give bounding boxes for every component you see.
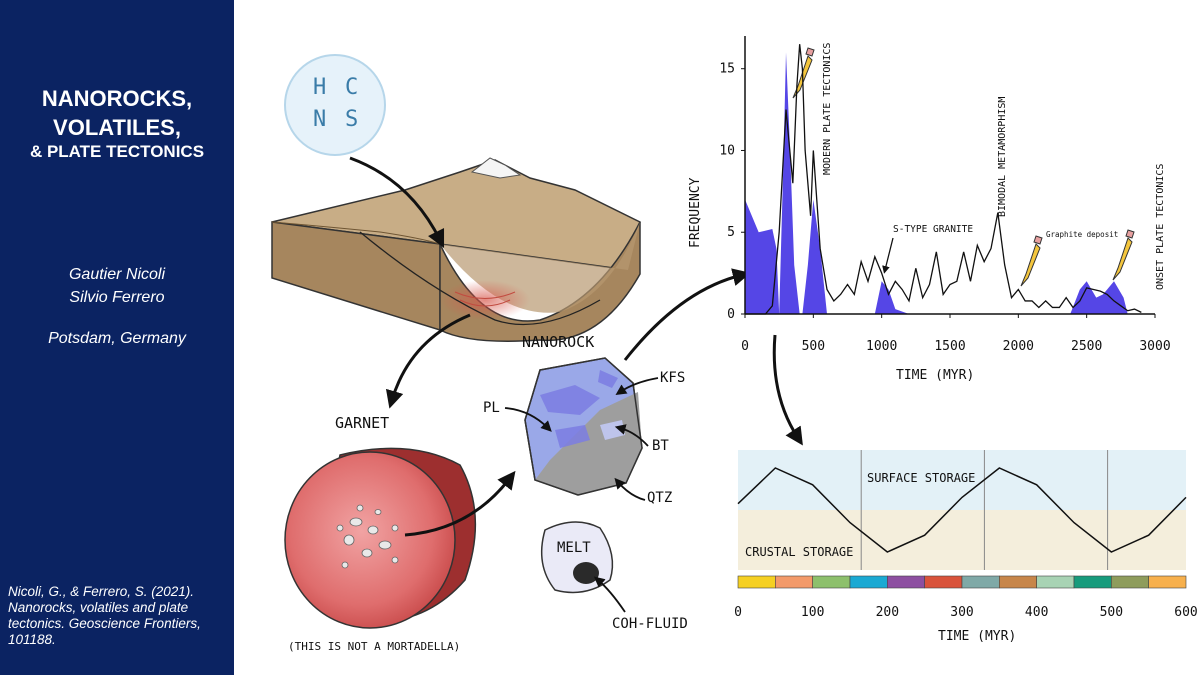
citation-line: tectonics. Geoscience Frontiers, — [8, 616, 201, 631]
arrow-hcns-to-mountain — [349, 156, 445, 249]
surface-storage-label: SURFACE STORAGE — [867, 471, 975, 485]
timescale-band — [849, 575, 888, 589]
x-tick-label: 100 — [801, 605, 824, 620]
storage-cycle-line — [737, 467, 1187, 553]
volatile-elements-circle: H C N S — [284, 54, 386, 156]
mortadella-caption: (THIS IS NOT A MORTADELLA) — [288, 640, 460, 653]
arrow-chart-to-storage — [772, 334, 803, 446]
pencil-icon — [1020, 235, 1043, 287]
x-tick-label: 500 — [1100, 605, 1123, 620]
garnet-illustration: GARNET — [284, 414, 477, 629]
element-n: N — [313, 107, 326, 132]
timescale-band — [999, 575, 1037, 589]
peak-area — [745, 199, 780, 314]
frequency-axis-label: FREQUENCY — [688, 177, 703, 248]
timescale-band — [812, 575, 851, 589]
x-tick-label: 2000 — [1003, 339, 1034, 354]
x-tick-label: 3000 — [1139, 339, 1170, 354]
melt-label: MELT — [557, 540, 591, 556]
x-tick-label: 200 — [876, 605, 899, 620]
title-line-2: VOLATILES, — [53, 115, 181, 140]
timescale-band — [961, 575, 1000, 589]
frequency-chart: FREQUENCY TIME (MYR) MODERN PLATE TECTON… — [688, 36, 1171, 383]
frequency-x-axis-label: TIME (MYR) — [896, 368, 974, 383]
arrow-garnet-to-nanorock — [404, 470, 516, 537]
y-tick-label: 0 — [727, 307, 735, 322]
title-line-1: NANOROCKS, — [41, 86, 193, 111]
peak-area — [779, 52, 800, 315]
title-panel: NANOROCKS, VOLATILES, & PLATE TECTONICS … — [0, 0, 234, 675]
x-tick-label: 1500 — [934, 339, 965, 354]
x-tick-label: 2500 — [1071, 339, 1102, 354]
element-s: S — [345, 107, 358, 132]
x-tick-label: 400 — [1025, 605, 1048, 620]
y-tick-label: 15 — [719, 62, 735, 77]
element-h: H — [313, 75, 326, 100]
crustal-storage-label: CRUSTAL STORAGE — [745, 545, 853, 559]
timescale-band — [1111, 575, 1149, 589]
timescale-band — [924, 575, 963, 589]
x-tick-label: 0 — [741, 339, 749, 354]
illustration-area: H C N S GARNET — [271, 36, 1198, 653]
title-line-3: & PLATE TECTONICS — [29, 142, 205, 161]
annotation-graphite-deposit: Graphite deposit — [1046, 230, 1118, 239]
x-tick-label: 0 — [734, 605, 742, 620]
annotation-onset-plate-tectonics: ONSET PLATE TECTONICS — [1155, 164, 1166, 290]
citation-line: 101188. — [8, 632, 56, 647]
x-tick-label: 300 — [950, 605, 973, 620]
author-1: Gautier Nicoli — [68, 266, 166, 283]
annotation-modern-plate-tectonics: MODERN PLATE TECTONICS — [822, 43, 833, 175]
coh-fluid-label: COH-FLUID — [612, 616, 688, 632]
pencil-icon — [1112, 229, 1135, 281]
timescale-band — [775, 575, 813, 589]
peak-area — [874, 281, 909, 314]
annotation-s-type-granite: S-TYPE GRANITE — [893, 224, 973, 235]
timescale-band — [1073, 575, 1112, 589]
mountain-block-illustration — [271, 157, 641, 342]
citation: Nicoli, G., & Ferrero, S. (2021). Nanoro… — [8, 584, 230, 648]
arrow-nanorock-to-chart — [623, 268, 751, 361]
kfs-label: KFS — [660, 370, 685, 386]
y-tick-label: 5 — [727, 225, 735, 240]
nanorock-label: NANOROCK — [522, 333, 594, 351]
nanorock-illustration: NANOROCK KFS PL BT QTZ — [483, 333, 685, 506]
melt-inclusion-illustration: MELT COH-FLUID — [540, 521, 688, 632]
y-tick-label: 10 — [719, 143, 735, 158]
author-2: Silvio Ferrero — [69, 289, 165, 306]
bt-label: BT — [652, 438, 669, 454]
peak-area — [802, 199, 827, 314]
peak-area — [1070, 281, 1128, 314]
pl-label: PL — [483, 400, 500, 416]
arrow-mountain-to-garnet — [385, 313, 471, 409]
qtz-label: QTZ — [647, 490, 672, 506]
timescale-band — [737, 575, 776, 589]
storage-cycle-chart: SURFACE STORAGE CRUSTAL STORAGE TIME (MY… — [734, 450, 1198, 644]
citation-line: Nanorocks, volatiles and plate — [8, 600, 189, 615]
timescale-band — [1148, 575, 1187, 589]
x-tick-label: 600 — [1174, 605, 1197, 620]
frequency-line — [745, 44, 1142, 315]
citation-line: Nicoli, G., & Ferrero, S. (2021). — [8, 584, 195, 599]
element-c: C — [345, 75, 358, 100]
surface-storage-zone — [738, 450, 1186, 510]
location: Potsdam, Germany — [48, 330, 186, 347]
garnet-label: GARNET — [335, 414, 389, 432]
annotation-bimodal-metamorphism: BIMODAL METAMORPHISM — [997, 97, 1008, 217]
storage-x-axis-label: TIME (MYR) — [938, 629, 1016, 644]
x-tick-label: 1000 — [866, 339, 897, 354]
x-tick-label: 500 — [802, 339, 825, 354]
crustal-storage-zone — [738, 510, 1186, 570]
timescale-band — [887, 575, 925, 589]
timescale-band — [1036, 575, 1075, 589]
